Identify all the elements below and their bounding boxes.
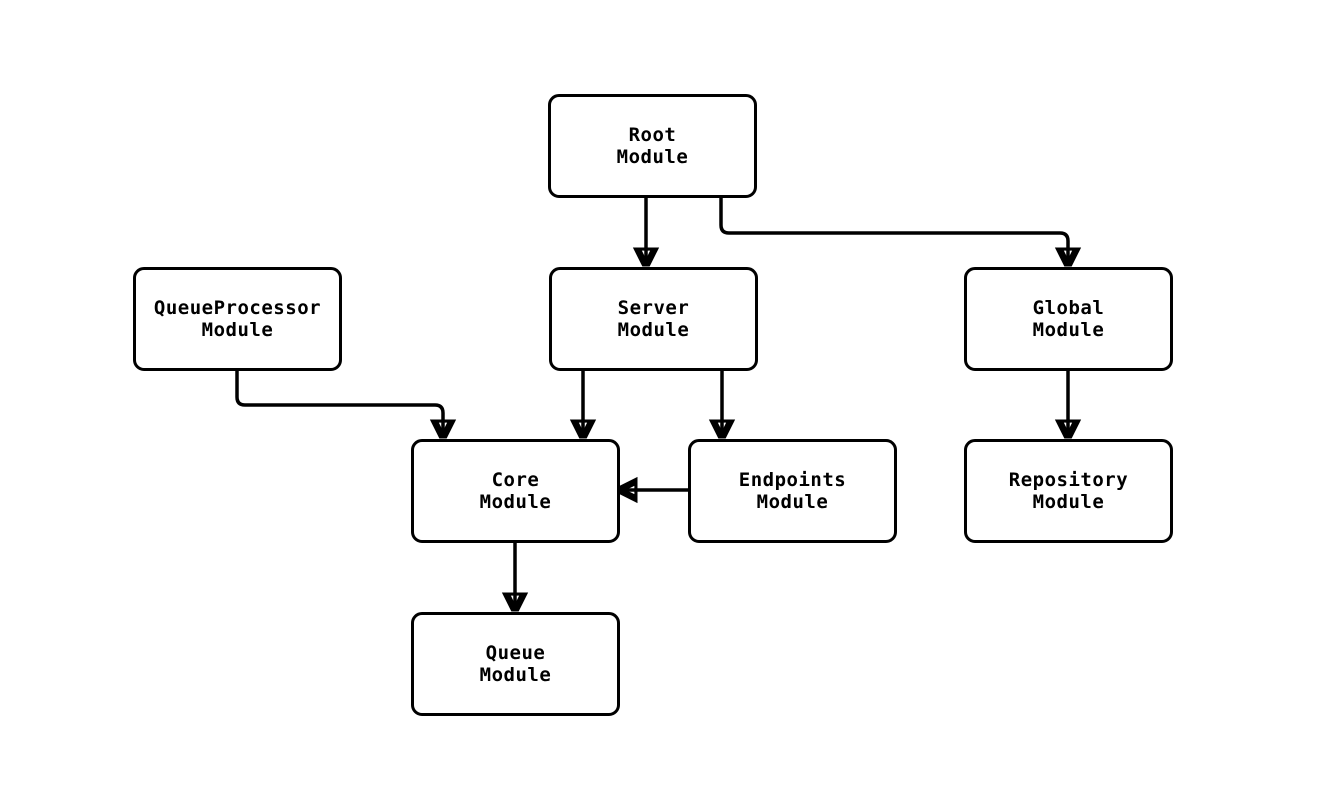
node-server-module: Server Module [549, 267, 758, 371]
node-global-module: Global Module [964, 267, 1173, 371]
node-core-module: Core Module [411, 439, 620, 543]
node-repository-module: Repository Module [964, 439, 1173, 543]
node-queue-module: Queue Module [411, 612, 620, 716]
edge-queueprocessor-to-core [235, 371, 443, 437]
edge-root-to-global [719, 198, 1068, 265]
node-root-module: Root Module [548, 94, 757, 198]
node-queueprocessor-module: QueueProcessor Module [133, 267, 342, 371]
node-endpoints-module: Endpoints Module [688, 439, 897, 543]
